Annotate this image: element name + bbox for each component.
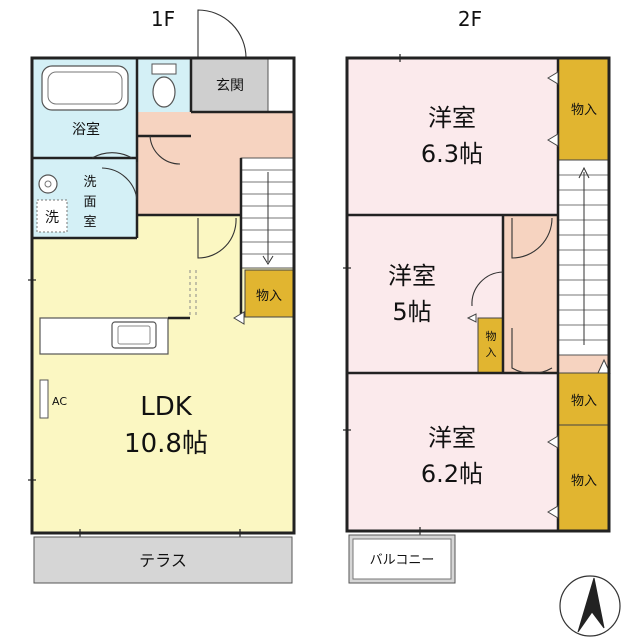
- room-b-door-swing: [471, 271, 504, 307]
- ldk-size: 10.8帖: [124, 429, 208, 459]
- shoe-box: [267, 57, 295, 113]
- entry-door-swing: [197, 9, 247, 59]
- floor-1f: 物入 浴室 洗 洗面室 玄関 AC LDK 10.8帖: [28, 9, 296, 584]
- bathtub: [41, 65, 129, 111]
- floor-2f: 物入 物入 物入 物入 洋室 6.3帖 洋室 5帖 洋室 6.2帖: [343, 54, 611, 584]
- bath-label: 浴室: [72, 121, 100, 138]
- bath-door-swing: [91, 152, 133, 159]
- room-c-name: 洋室: [428, 424, 476, 452]
- washroom-door-swing: [101, 162, 138, 201]
- closet-2f-c-label: 物入: [571, 394, 597, 409]
- floor-2f-outline: [345, 56, 611, 533]
- room-a-door-swing: [511, 217, 553, 259]
- toilet-icon: [152, 76, 176, 108]
- kitchen-sink-icon: [111, 321, 157, 349]
- washing-machine-space: [36, 199, 68, 233]
- north-arrow-icon: [559, 575, 621, 637]
- closet-2f-d: [557, 424, 610, 532]
- room-b-size: 5帖: [392, 298, 431, 326]
- toilet-door-swing: [149, 135, 181, 165]
- room-a-area: [347, 58, 558, 215]
- sink-icon: [38, 174, 58, 194]
- floor-1f-outline: [30, 56, 296, 535]
- closet-2f-d-label: 物入: [571, 474, 597, 489]
- ac-label: AC: [52, 395, 67, 408]
- terrace-label: テラス: [139, 551, 187, 570]
- ldk-door-swing: [197, 217, 237, 259]
- balcony-label: バルコニー: [370, 553, 435, 568]
- floor-label-2f: 2F: [458, 7, 482, 31]
- ldk-label: LDK: [140, 392, 193, 422]
- room-b-area: [347, 215, 503, 373]
- closet-2f-a-label: 物入: [571, 103, 597, 118]
- floor-label-1f: 1F: [151, 7, 175, 31]
- room-a-size: 6.3帖: [421, 140, 483, 168]
- closet-2f-b-label: 物入: [486, 329, 497, 359]
- room-c-size: 6.2帖: [421, 460, 483, 488]
- entrance-label: 玄関: [216, 77, 244, 94]
- terrace-area: [33, 536, 293, 584]
- room-c-area: [347, 373, 558, 531]
- room-b-name: 洋室: [388, 262, 436, 290]
- ac-unit: [39, 379, 49, 419]
- washing-machine-label: 洗: [45, 210, 59, 226]
- closet-1f-label: 物入: [256, 289, 282, 304]
- room-c-door-swing: [511, 328, 553, 374]
- room-a-name: 洋室: [428, 104, 476, 132]
- washroom-label: 洗面室: [83, 175, 96, 230]
